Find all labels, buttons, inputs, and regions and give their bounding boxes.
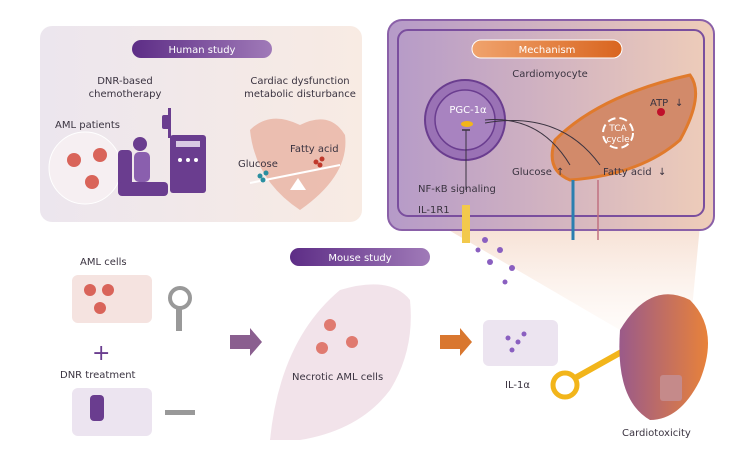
- lock-icon: [660, 375, 682, 401]
- tca-label-1: TCA: [608, 124, 627, 134]
- mitochondrion: [550, 73, 698, 182]
- il1a-tag: IL-1α: [483, 320, 627, 400]
- il1r1-receptor: [462, 205, 470, 243]
- cardiac-label-1: Cardiac dysfunction: [250, 76, 349, 87]
- aml-cells-tag: AML cells + DNR treatment: [60, 257, 195, 436]
- nfkb-label: NF-κB signaling: [418, 184, 496, 195]
- balance-fulcrum: [290, 178, 306, 190]
- atp-label: ATP: [650, 98, 668, 109]
- infusion-machine-icon: [162, 108, 206, 193]
- necrotic-cells-label: Necrotic AML cells: [292, 372, 383, 383]
- tca-cycle-icon: [602, 117, 634, 149]
- glucose-up-arrow-icon: ↑: [556, 167, 564, 178]
- mouse-study-badge: [290, 248, 430, 266]
- infusion-chair-icon: [118, 137, 168, 196]
- aml-patients-label: AML patients: [55, 120, 120, 131]
- glucose-label: Glucose: [238, 159, 278, 170]
- dnr-treatment-label: DNR treatment: [60, 370, 136, 381]
- grey-key-icon: [168, 286, 192, 310]
- pgc1a-protein: [461, 121, 473, 127]
- aml-cell: [93, 148, 107, 162]
- gold-key-icon: [550, 370, 580, 400]
- chemo-label-2: chemotherapy: [89, 89, 162, 100]
- il1r1-label: IL-1R1: [418, 205, 450, 216]
- mito-glucose-label: Glucose: [512, 167, 552, 178]
- heart-icon: [250, 118, 346, 210]
- human-study-title: Human study: [169, 45, 236, 56]
- chemo-label-1: DNR-based: [97, 76, 153, 87]
- mechanism-badge: [471, 39, 623, 59]
- aml-cell: [67, 153, 81, 167]
- il1a-particles: [475, 237, 515, 285]
- cardiac-label-2: metabolic disturbance: [244, 89, 356, 100]
- cardiotoxicity-label: Cardiotoxicity: [622, 428, 691, 439]
- iv-bag-icon: [90, 395, 104, 421]
- mouse-icon: [270, 284, 411, 440]
- mechanism-panel: Mechanism Cardiomyocyte PGC-1α TCA cycle…: [387, 19, 715, 243]
- cardiotoxicity-heart: Cardiotoxicity: [619, 294, 708, 439]
- aml-cells-label: AML cells: [80, 257, 127, 268]
- fatty-acid-down-arrow-icon: ↓: [658, 167, 666, 178]
- pgc-to-glucose-arrow: [484, 119, 571, 166]
- fatty-acid-label: Fatty acid: [290, 144, 339, 155]
- mouse-study-title: Mouse study: [328, 253, 391, 264]
- arrow-right: [440, 328, 472, 356]
- heart-icon: [619, 294, 708, 420]
- atp-down-arrow-icon: ↓: [675, 98, 683, 109]
- human-study-badge: [132, 40, 272, 58]
- mouse-study: Mouse study Necrotic AML cells: [270, 248, 430, 440]
- arrow-right: [230, 328, 262, 356]
- pgc1a-label: PGC-1α: [449, 105, 487, 116]
- mito-fatty-acid-label: Fatty acid: [603, 167, 652, 178]
- pgc-to-fatty-acid-inhibition: [484, 120, 601, 166]
- aml-cell: [85, 175, 99, 189]
- atp-icon: [657, 108, 665, 116]
- cell-dish: [48, 131, 122, 205]
- plus-icon: +: [92, 341, 110, 366]
- cardiomyocyte-label: Cardiomyocyte: [512, 69, 588, 80]
- zoom-beam: [440, 225, 700, 330]
- il1a-label: IL-1α: [505, 380, 530, 391]
- tca-label-2: cycle: [606, 135, 630, 145]
- grey-key-icon: [165, 410, 195, 415]
- human-study-panel: Human study DNR-based chemotherapy AML p…: [40, 26, 362, 222]
- mechanism-title: Mechanism: [519, 45, 576, 56]
